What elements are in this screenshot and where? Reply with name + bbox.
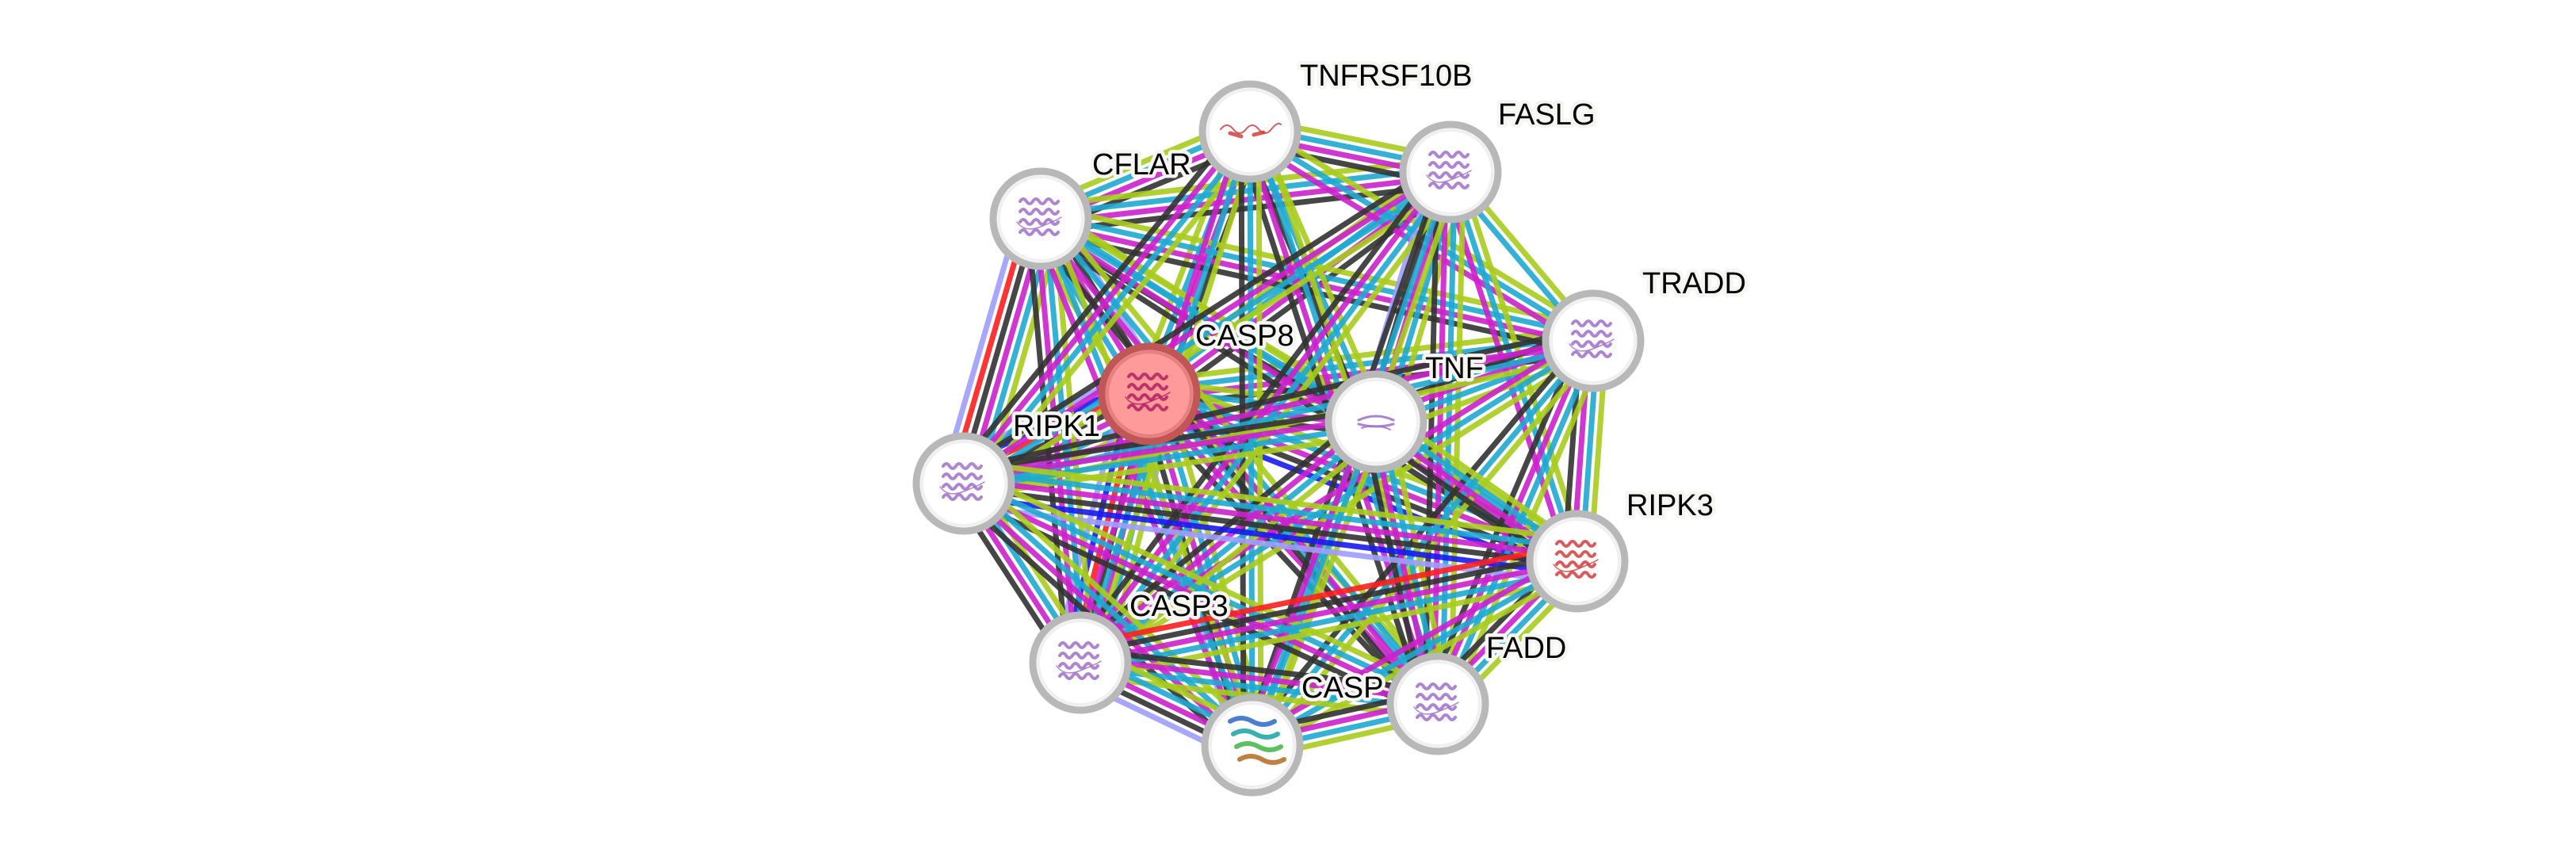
edge-evidence-database: [965, 132, 1256, 488]
node-inner-ring: [1394, 660, 1481, 747]
node-ripk1[interactable]: [912, 432, 1015, 535]
node-inner-ring: [920, 440, 1007, 527]
node-tnf[interactable]: [1324, 370, 1428, 473]
node-tradd[interactable]: [1542, 289, 1645, 392]
node-circle[interactable]: [1029, 611, 1132, 714]
node-label-tnf: TNF: [1425, 352, 1484, 385]
edge-evidence-coexpression: [955, 159, 1445, 476]
node-label-cflar: CFLAR: [1092, 148, 1191, 182]
node-casp8[interactable]: [1098, 342, 1201, 445]
node-label-casp3: CASP3: [1129, 590, 1229, 623]
edge-evidence-textmining: [966, 459, 1580, 543]
node-inner-ring: [1037, 619, 1124, 706]
node-label-ripk3: RIPK3: [1626, 489, 1714, 522]
node-inner-ring: [1206, 88, 1294, 175]
node-inner-ring: [997, 175, 1084, 262]
node-circle[interactable]: [1198, 80, 1301, 183]
edge-evidence-experiments: [960, 166, 1450, 483]
edge-evidence-experiments: [1246, 551, 1575, 740]
edge-evidence-coexpression: [962, 484, 1577, 568]
edge-evidence-experiments: [961, 484, 1438, 711]
node-caspx[interactable]: [1201, 694, 1304, 797]
node-inner-ring: [1550, 297, 1637, 384]
edge-evidence-experiments: [1080, 656, 1439, 703]
node-circle[interactable]: [1324, 370, 1428, 473]
edge-evidence-database: [1081, 567, 1580, 675]
protein-structure-icon: [1125, 373, 1171, 411]
protein-structure-icon: [1426, 151, 1472, 189]
edge-evidence-coexpression: [1422, 171, 1441, 704]
node-label-tradd: TRADD: [1642, 267, 1746, 300]
node-circle[interactable]: [1098, 342, 1201, 445]
node-circle[interactable]: [1526, 510, 1629, 613]
protein-structure-icon: [1016, 197, 1062, 236]
protein-structure-icon: [1553, 540, 1599, 579]
edge-evidence-experiments: [1080, 558, 1578, 666]
node-tnfrsf10b[interactable]: [1198, 80, 1301, 183]
node-fadd[interactable]: [1386, 652, 1489, 755]
protein-structure-icon: [939, 462, 985, 501]
edge-faslg-ripk1[interactable]: [955, 159, 1459, 497]
protein-structure-icon: [1357, 415, 1395, 430]
edge-evidence-database: [1039, 165, 1450, 218]
edge-evidence-database: [965, 478, 1258, 744]
edge-evidence-database: [1081, 422, 1381, 668]
node-label-ripk1: RIPK1: [1013, 410, 1100, 443]
edge-evidence-coexpression: [960, 325, 1592, 474]
node-label-tnfrsf10b: TNFRSF10B: [1300, 59, 1472, 93]
protein-structure-icon: [1569, 319, 1615, 358]
edge-evidence-experiments: [1041, 173, 1452, 226]
edge-evidence-database: [1251, 558, 1579, 748]
node-circle[interactable]: [1386, 652, 1489, 755]
node-circle[interactable]: [989, 167, 1092, 270]
edge-evidence-coexpression: [951, 121, 1242, 477]
protein-structure-icon: [1056, 641, 1102, 680]
edge-evidence-experiments: [964, 476, 1579, 560]
edge-evidence-coexpression: [1078, 549, 1577, 657]
edge-evidence-textmining: [968, 468, 1445, 695]
node-ripk3[interactable]: [1526, 510, 1629, 613]
node-label-caspx: CASP: [1301, 671, 1383, 705]
node-circle[interactable]: [912, 432, 1015, 535]
edge-evidence-coexpression: [1041, 182, 1453, 235]
node-inner-ring: [1332, 378, 1420, 465]
nodes-layer: [912, 80, 1645, 797]
edge-evidence-textmining: [1045, 214, 1263, 744]
node-label-casp8: CASP8: [1195, 319, 1294, 353]
node-inner-ring: [1209, 702, 1296, 789]
edge-evidence-coexpression: [1081, 647, 1440, 694]
edge-evidence-textmining: [969, 180, 1459, 497]
edge-evidence-database: [964, 476, 1441, 703]
node-circle[interactable]: [1399, 120, 1502, 224]
edge-evidence-experiments: [958, 127, 1249, 483]
node-cflar[interactable]: [989, 167, 1092, 270]
node-label-fadd: FADD: [1486, 632, 1566, 665]
node-inner-ring: [1407, 128, 1494, 216]
edge-evidence-database: [965, 468, 1580, 552]
edge-evidence-database: [1439, 172, 1458, 705]
node-casp3[interactable]: [1029, 611, 1132, 714]
edge-evidence-textmining: [1258, 423, 1387, 750]
node-label-faslg: FASLG: [1498, 98, 1596, 132]
edge-evidence-fusion: [1076, 541, 1575, 648]
protein-structure-icon: [1413, 682, 1459, 721]
edge-evidence-textmining: [1256, 131, 1264, 745]
edge-evidence-cooccurrence: [961, 493, 1577, 577]
edge-evidence-experiments: [1144, 395, 1437, 709]
node-inner-ring: [1106, 350, 1193, 438]
node-circle[interactable]: [1542, 289, 1645, 392]
node-faslg[interactable]: [1399, 120, 1502, 224]
edge-evidence-database: [965, 173, 1454, 490]
protein-structure-icon: [1220, 122, 1282, 139]
protein-structure-icon: [1228, 716, 1286, 765]
node-inner-ring: [1534, 518, 1621, 605]
edge-evidence-experiments: [958, 484, 1252, 751]
edge-evidence-database: [1041, 218, 1087, 663]
